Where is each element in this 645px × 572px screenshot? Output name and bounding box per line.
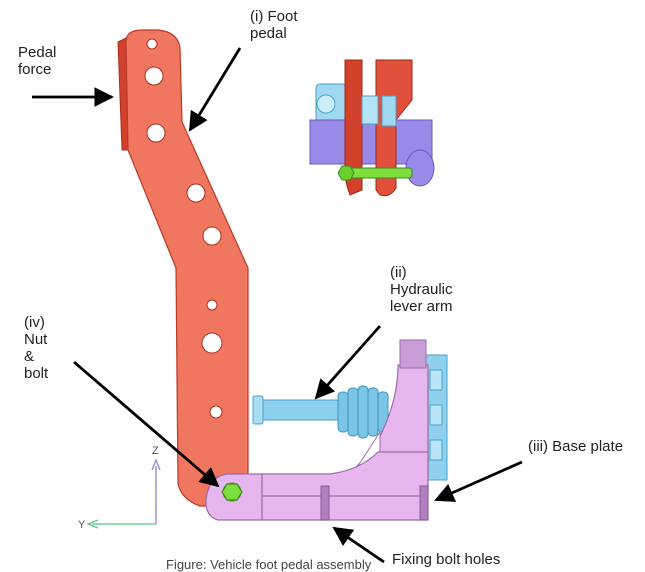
inset-detail-view bbox=[309, 59, 435, 197]
nut-hex bbox=[221, 483, 243, 501]
axis-z-label: Z bbox=[152, 445, 159, 457]
base-plate-arrow bbox=[434, 460, 523, 502]
foot-pedal-holes bbox=[144, 38, 223, 419]
hydraulic-rod bbox=[254, 399, 346, 421]
hydraulic-arrow bbox=[314, 325, 382, 400]
fixing-bolt-hole bbox=[419, 485, 429, 521]
foot-pedal-label: (i) Foot pedal bbox=[250, 8, 298, 42]
pedal-force-label: Pedal force bbox=[18, 44, 57, 78]
coordinate-axes: Z Y bbox=[78, 445, 161, 531]
inset-bolt bbox=[345, 167, 413, 179]
fixing-bolt-arrow bbox=[332, 526, 385, 564]
fixing-bolt-holes-label: Fixing bolt holes bbox=[392, 551, 501, 568]
foot-pedal-arrow bbox=[188, 47, 242, 132]
hydraulic-rod-end bbox=[252, 395, 264, 425]
hydraulic-bellows bbox=[337, 385, 389, 439]
nut-bolt-label: (iv) Nut & bolt bbox=[24, 314, 49, 382]
base-plate-label: (iii) Base plate bbox=[528, 438, 624, 455]
nut-and-bolt bbox=[221, 482, 243, 502]
foot-pedal-body bbox=[125, 29, 249, 507]
base-plate-top-block bbox=[399, 339, 427, 369]
nut-bolt-arrow bbox=[73, 360, 220, 488]
figure-caption: Figure: Vehicle foot pedal assembly bbox=[166, 557, 372, 572]
hydraulic-lever-arm-label: (ii) Hydraulic lever arm bbox=[390, 264, 453, 315]
axis-y-label: Y bbox=[78, 519, 86, 531]
inset-pedal-right bbox=[375, 59, 413, 197]
foot-pedal bbox=[117, 29, 249, 507]
annotation-arrows bbox=[32, 47, 523, 564]
fixing-bolt-hole bbox=[320, 485, 330, 521]
